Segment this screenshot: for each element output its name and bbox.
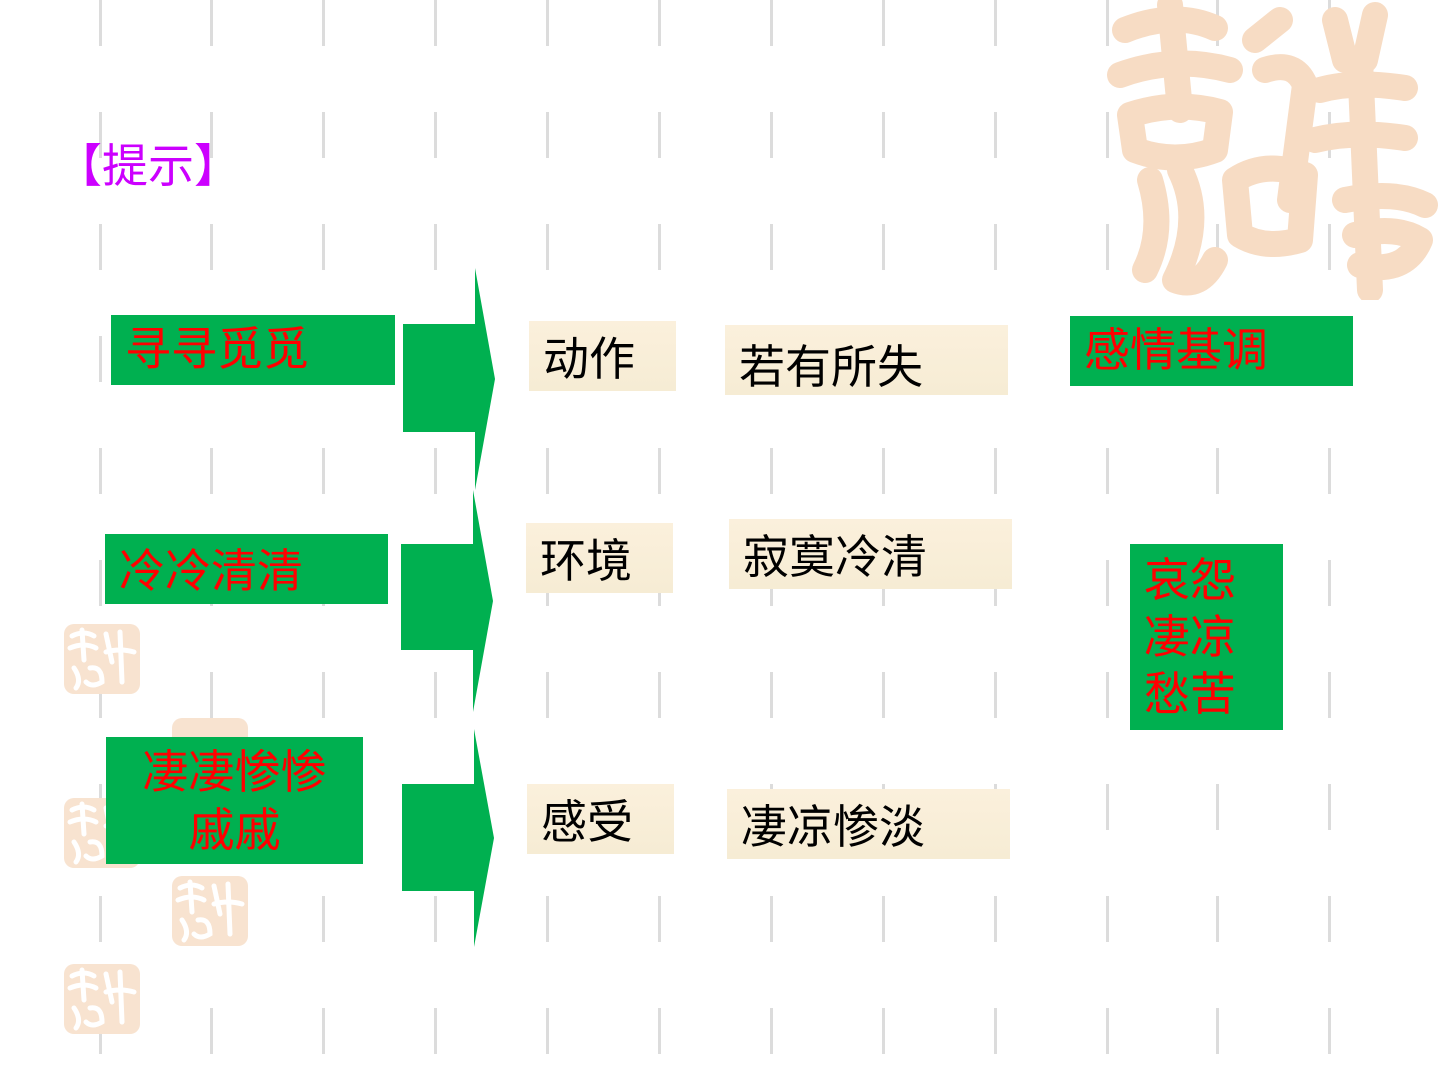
aspect-text-1: 动作	[543, 332, 635, 386]
meaning-box-3: 凄凉惨淡	[727, 789, 1010, 859]
aspect-box-2: 环境	[526, 523, 673, 593]
grid-line	[1106, 0, 1109, 1080]
meaning-box-2: 寂寞冷清	[729, 519, 1012, 589]
term-text-3-line2: 戚戚	[188, 803, 281, 857]
aspect-text-3: 感受	[541, 795, 633, 849]
tone-line: 愁苦	[1144, 667, 1236, 721]
term-text-2: 冷冷清清	[119, 544, 303, 599]
term-box-1: 寻寻觅觅	[111, 315, 395, 385]
aspect-text-2: 环境	[540, 534, 632, 588]
meaning-box-1: 若有所失	[725, 325, 1008, 395]
grid-line	[1216, 0, 1219, 1080]
term-box-3: 凄凄惨惨 戚戚	[106, 737, 363, 864]
seal-watermark-small	[172, 876, 248, 946]
grid-line	[99, 0, 102, 1080]
meaning-text-3: 凄凉惨淡	[741, 800, 925, 854]
arrow-right-icon	[403, 268, 495, 490]
meaning-text-1: 若有所失	[739, 340, 923, 394]
seal-watermark-small	[64, 624, 140, 694]
term-text-3-line1: 凄凄惨惨	[142, 745, 327, 799]
term-box-2: 冷冷清清	[105, 534, 388, 604]
term-text-1: 寻寻觅觅	[125, 322, 309, 377]
tone-title: 感情基调	[1084, 323, 1268, 378]
tone-line: 哀怨	[1144, 553, 1236, 607]
seal-watermark-small	[64, 964, 140, 1034]
seal-watermark-large	[1107, 0, 1438, 300]
grid-line	[434, 0, 437, 1080]
aspect-box-3: 感受	[527, 784, 674, 854]
tone-title-box: 感情基调	[1070, 316, 1353, 386]
aspect-box-1: 动作	[529, 321, 676, 391]
arrow-right-icon	[402, 729, 494, 947]
grid-line	[1328, 0, 1331, 1080]
meaning-text-2: 寂寞冷清	[743, 530, 927, 584]
tone-box: 哀怨 凄凉 愁苦	[1130, 544, 1283, 730]
tone-line: 凄凉	[1144, 610, 1236, 664]
arrow-right-icon	[401, 490, 493, 712]
hint-label: 【提示】	[56, 139, 240, 193]
